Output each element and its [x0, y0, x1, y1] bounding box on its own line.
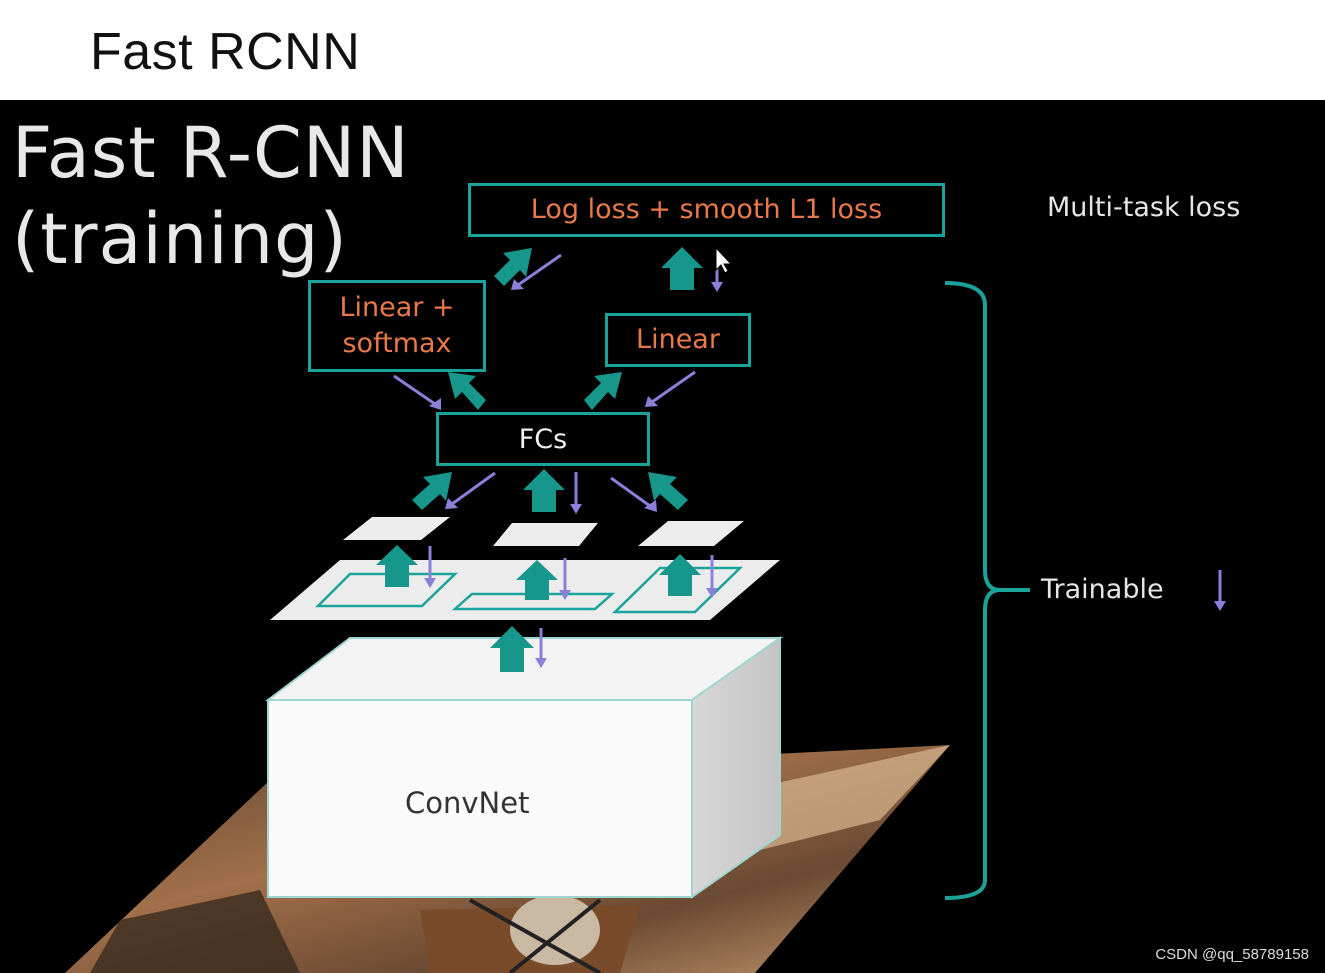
linear-softmax-box: Linear + softmax [308, 280, 486, 372]
convnet-label: ConvNet [405, 786, 530, 820]
convnet-block [265, 636, 784, 899]
loss-box-label: Log loss + smooth L1 loss [530, 194, 883, 225]
linear-softmax-label-line2: softmax [342, 328, 452, 359]
slide-title-line1: Fast R-CNN [12, 112, 410, 194]
diagram-art [65, 246, 1226, 973]
trainable-bracket [944, 281, 1001, 900]
forward-arrows [376, 247, 703, 672]
fcs-box: FCs [436, 412, 650, 466]
page-header: Fast RCNN [0, 0, 1325, 100]
mouse-cursor-icon [715, 246, 733, 274]
slide: Fast R-CNN (training) Log loss + smooth … [0, 100, 1325, 973]
slide-title: Fast R-CNN (training) [12, 110, 410, 282]
multi-task-loss-label: Multi-task loss [1047, 192, 1241, 223]
linear-box: Linear [605, 313, 751, 367]
loss-box: Log loss + smooth L1 loss [468, 183, 945, 237]
linear-softmax-label-line1: Linear + [339, 292, 455, 323]
linear-box-label: Linear [636, 324, 720, 355]
roi-pooled-features [343, 517, 744, 546]
backprop-arrows [393, 250, 1226, 668]
fcs-box-label: FCs [518, 423, 568, 455]
watermark: CSDN @qq_58789158 [1155, 946, 1309, 963]
slide-title-line2: (training) [12, 198, 348, 280]
trainable-label: Trainable [1041, 574, 1164, 605]
page-title: Fast RCNN [90, 23, 361, 81]
